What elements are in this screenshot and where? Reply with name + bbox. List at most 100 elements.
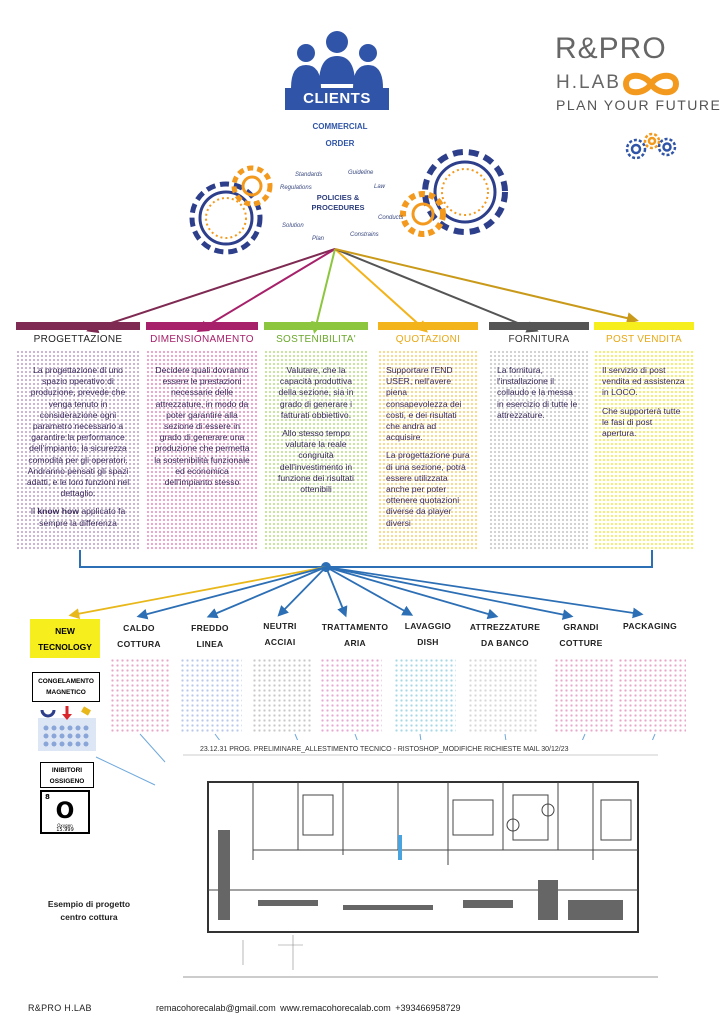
column-body: Supportare l'END USER, nell'avere piena … (378, 350, 478, 550)
policy-word: Constrains (350, 232, 379, 238)
footer-brand: R&PRO H.LAB (28, 1003, 92, 1013)
column-dimensionamento: DIMENSIONAMENTO Decidere quali dovranno … (146, 322, 258, 550)
category-line: LAVAGGIO (404, 621, 452, 631)
small-gears-icon (625, 132, 677, 160)
policy-word: Standards (295, 172, 323, 178)
swatch-packaging (618, 658, 686, 734)
column-text: La fornitura, l'installazione il collaud… (489, 350, 589, 421)
congelamento-line: CONGELAMENTO (38, 678, 94, 685)
swatch-attrezzature (468, 658, 538, 734)
column-body: La progettazione di uno spazio operativo… (16, 350, 140, 550)
column-title: PROGETTAZIONE (33, 334, 123, 345)
column-post-vendita: POST VENDITA Il servizio di post vendita… (594, 322, 694, 550)
column-paragraph: La progettazione di uno spazio operativo… (26, 365, 130, 499)
order-line: ORDER (325, 139, 355, 148)
commercial-line: COMMERCIAL (312, 122, 368, 131)
inibitori-ossigeno-box: INIBITORI OSSIGENO (40, 762, 94, 788)
category-line: TECNOLOGY (38, 642, 92, 652)
know-prefix: Il (30, 506, 38, 517)
column-body: Valutare, che la capacità produttiva del… (264, 350, 368, 550)
column-text: Il servizio di post vendita ed assistenz… (594, 350, 694, 439)
oxygen-element-tile: 8 O Oxygen 15.999 (40, 790, 90, 834)
example-line: Esempio di progetto (47, 899, 131, 909)
column-color-bar (264, 322, 368, 330)
column-paragraph: Che supporterà tutte le fasi di post ape… (602, 405, 681, 439)
column-quotazioni: QUOTAZIONI Supportare l'END USER, nell'a… (378, 322, 478, 550)
category-new-tecnology: NEW TECNOLOGY (30, 619, 100, 658)
category-line: ARIA (344, 638, 366, 648)
column-text: Valutare, che la capacità produttiva del… (264, 350, 368, 495)
category-grandi-cotture: GRANDI COTTURE (550, 619, 612, 651)
column-progettazione: PROGETTAZIONE La progettazione di uno sp… (16, 322, 140, 550)
column-paragraph: Supportare l'END USER, nell'avere piena … (386, 365, 462, 443)
swatch-freddo (180, 658, 242, 734)
category-line: DA BANCO (481, 638, 529, 648)
footer-contacts: remacohorecalab@gmail.com www.remacohore… (156, 1003, 461, 1013)
column-paragraph: La fornitura, l'installazione il collaud… (497, 365, 578, 420)
column-paragraph: Il servizio di post vendita ed assistenz… (602, 365, 685, 398)
category-line: TRATTAMENTO (321, 622, 389, 632)
category-packaging: PACKAGING (614, 618, 686, 634)
column-paragraph: Valutare, che la capacità produttiva del… (278, 365, 354, 420)
magnetic-freezing-icon (38, 706, 96, 751)
category-line: COTTURE (559, 638, 603, 648)
infinity-logo-icon (622, 72, 680, 96)
policy-word: Solution (282, 223, 304, 229)
floor-plan-drawing (183, 740, 658, 980)
inibitori-line: INIBITORI (51, 767, 83, 774)
category-line: NEUTRI (263, 621, 297, 631)
swatch-grandi-cotture (554, 658, 614, 734)
column-title: QUOTAZIONI (395, 334, 461, 345)
column-body: Decidere quali dovranno essere le presta… (146, 350, 258, 550)
category-line: GRANDI (563, 622, 599, 632)
column-paragraph: Allo stesso tempo valutare la reale cong… (278, 428, 354, 495)
know-how-paragraph: Il know how applicato fa sempre la diffe… (24, 506, 132, 528)
example-line: centro cottura (60, 912, 118, 922)
swatch-aria (320, 658, 382, 734)
policy-word: Regulations (280, 185, 312, 191)
swatch-caldo (110, 658, 170, 734)
right-gears-icon (400, 149, 508, 237)
column-color-bar (16, 322, 140, 330)
oxygen-name: Oxygen (57, 823, 73, 828)
column-paragraph: La progettazione pura di una sezione, po… (386, 450, 470, 528)
clients-group-icon (291, 31, 383, 88)
plan-title: 23.12.31 PROG. PRELIMINARE_ALLESTIMENTO … (200, 746, 569, 753)
column-color-bar (146, 322, 258, 330)
swatch-lavaggio (394, 658, 456, 734)
column-title: FORNITURA (508, 334, 570, 345)
category-line: COTTURA (117, 639, 161, 649)
congelamento-magnetico-box: CONGELAMENTO MAGNETICO (32, 672, 100, 702)
category-line: LINEA (196, 639, 224, 649)
inibitori-line: OSSIGENO (49, 778, 85, 785)
column-color-bar (378, 322, 478, 330)
know-how-bold: know how (37, 506, 79, 517)
column-title: DIMENSIONAMENTO (150, 334, 254, 345)
column-text: Decidere quali dovranno essere le presta… (146, 350, 258, 488)
category-line: DISH (417, 637, 439, 647)
column-fornitura: FORNITURA La fornitura, l'installazione … (489, 322, 589, 550)
column-text: Supportare l'END USER, nell'avere piena … (378, 350, 478, 529)
column-body: La fornitura, l'installazione il collaud… (489, 350, 589, 550)
policy-word: Guideline (348, 170, 374, 176)
policies-title: POLICIES & PROCEDURES (298, 193, 378, 213)
policy-word: Law (374, 184, 386, 190)
column-paragraph: Decidere quali dovranno essere le presta… (154, 365, 250, 488)
column-sostenibilita: SOSTENIBILITA' Valutare, che la capacità… (264, 322, 368, 550)
know-suffix: applicato fa sempre la differenza (39, 506, 126, 528)
oxygen-number: 8 (45, 793, 50, 801)
category-line: CALDO (123, 623, 155, 633)
logo-rpro: R&PRO (555, 32, 667, 65)
oxygen-mass: 15.999 (56, 827, 74, 833)
category-line: NEW (55, 626, 75, 636)
column-color-bar (489, 322, 589, 330)
logo-hlab: H.LAB (556, 72, 621, 93)
policy-word: Conducts (378, 215, 404, 221)
policies-title-line: PROCEDURES (311, 203, 365, 212)
category-lavaggio-dish: LAVAGGIO DISH (396, 618, 460, 650)
category-trattamento-aria: TRATTAMENTO ARIA (314, 619, 396, 651)
